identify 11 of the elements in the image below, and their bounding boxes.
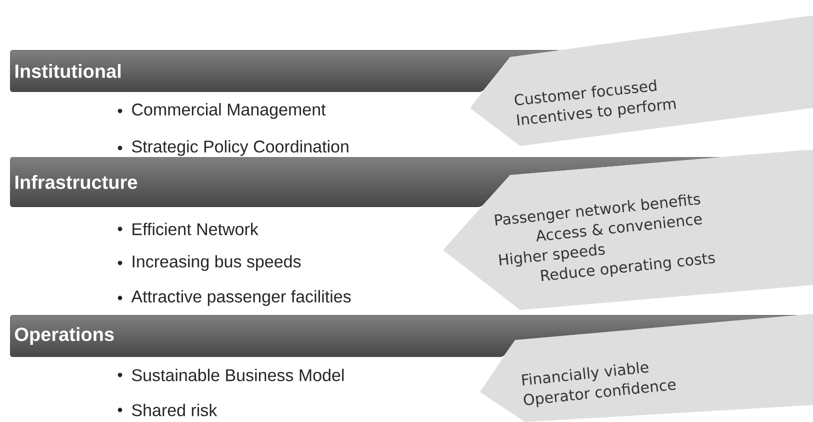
bullet-item: Sustainable Business Model xyxy=(118,368,344,382)
bullet-item: Efficient Network xyxy=(118,222,258,236)
bullet-item: Strategic Policy Coordination xyxy=(118,140,348,156)
chevron-banner: Financially viable Operator confidence xyxy=(480,314,813,422)
chevron-banner: Passenger network benefits Access & convenience Higher speeds Reduce operating costs xyxy=(443,150,813,310)
bullet-item: Increasing bus speeds xyxy=(118,255,301,271)
bullet-item: Shared risk xyxy=(118,404,218,416)
bullet-item: Commercial Management xyxy=(118,103,326,119)
category-band: Institutional xyxy=(10,50,560,92)
bullet-item: Attractive passenger facilities xyxy=(118,290,351,306)
chevron-banner: Customer focussed Incentives to perform xyxy=(470,16,813,146)
